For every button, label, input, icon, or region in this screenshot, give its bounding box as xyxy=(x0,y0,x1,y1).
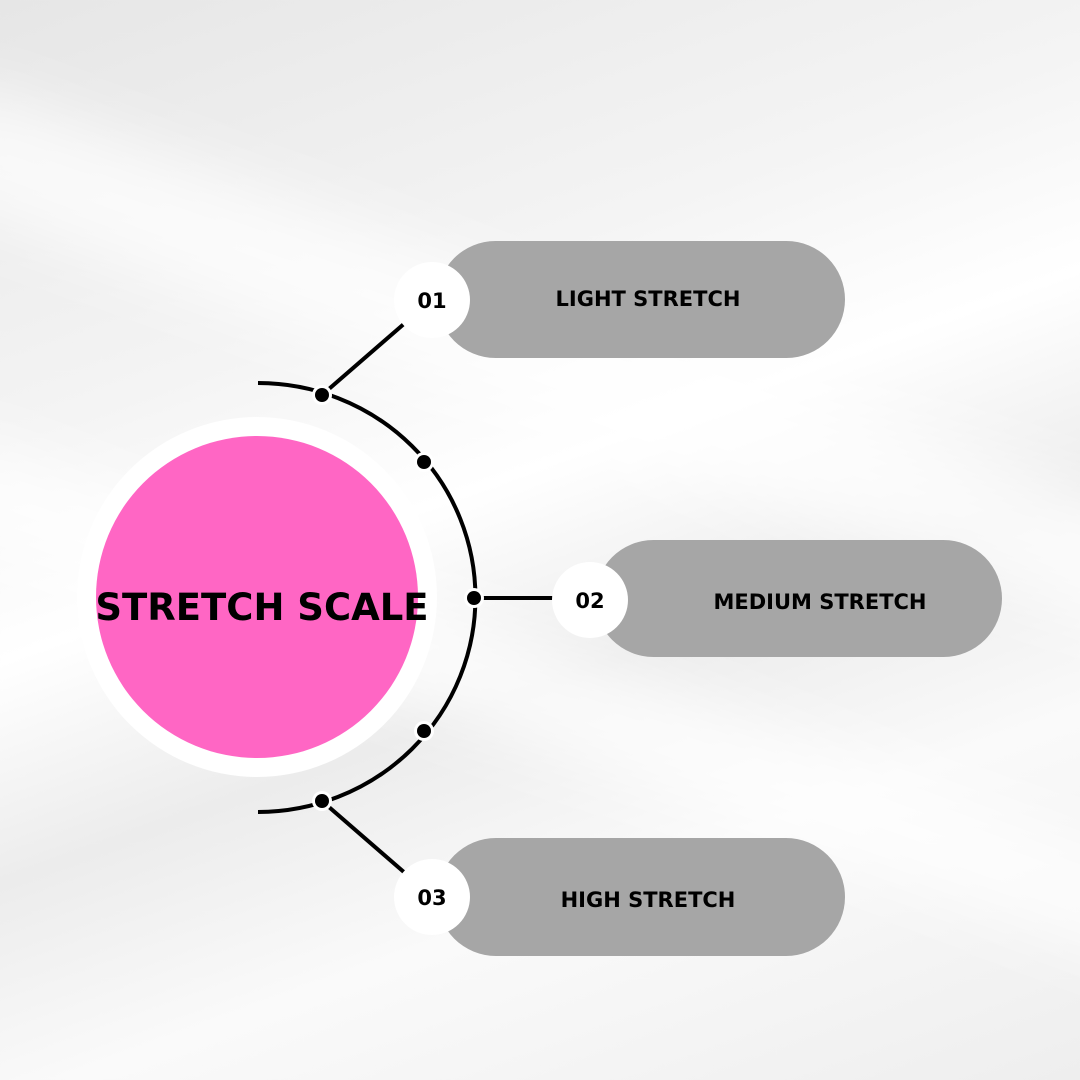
step-label: LIGHT STRETCH xyxy=(556,287,741,311)
center-title: STRETCH SCALE xyxy=(95,586,428,629)
step-label: MEDIUM STRETCH xyxy=(713,590,926,614)
arc-dot xyxy=(467,591,481,605)
step-high-stretch: 03 HIGH STRETCH xyxy=(394,838,845,956)
step-label: HIGH STRETCH xyxy=(561,888,736,912)
step-pill xyxy=(595,540,1002,657)
arc-dot xyxy=(417,724,431,738)
arc-dots xyxy=(312,385,484,811)
step-number: 02 xyxy=(575,589,604,613)
step-pill xyxy=(437,838,845,956)
step-number: 01 xyxy=(417,289,446,313)
step-number-badge xyxy=(394,859,470,935)
step-number-badge xyxy=(394,262,470,338)
arc-dot xyxy=(315,794,329,808)
arc-dot xyxy=(315,388,329,402)
step-number: 03 xyxy=(417,886,446,910)
step-light-stretch: 01 LIGHT STRETCH xyxy=(394,241,845,358)
step-pill xyxy=(437,241,845,358)
arc-dot xyxy=(417,455,431,469)
center-circle xyxy=(96,436,418,758)
connector-line-1 xyxy=(320,321,407,397)
connector-line-3 xyxy=(320,799,407,875)
step-number-badge xyxy=(552,562,628,638)
step-medium-stretch: 02 MEDIUM STRETCH xyxy=(552,540,1002,657)
